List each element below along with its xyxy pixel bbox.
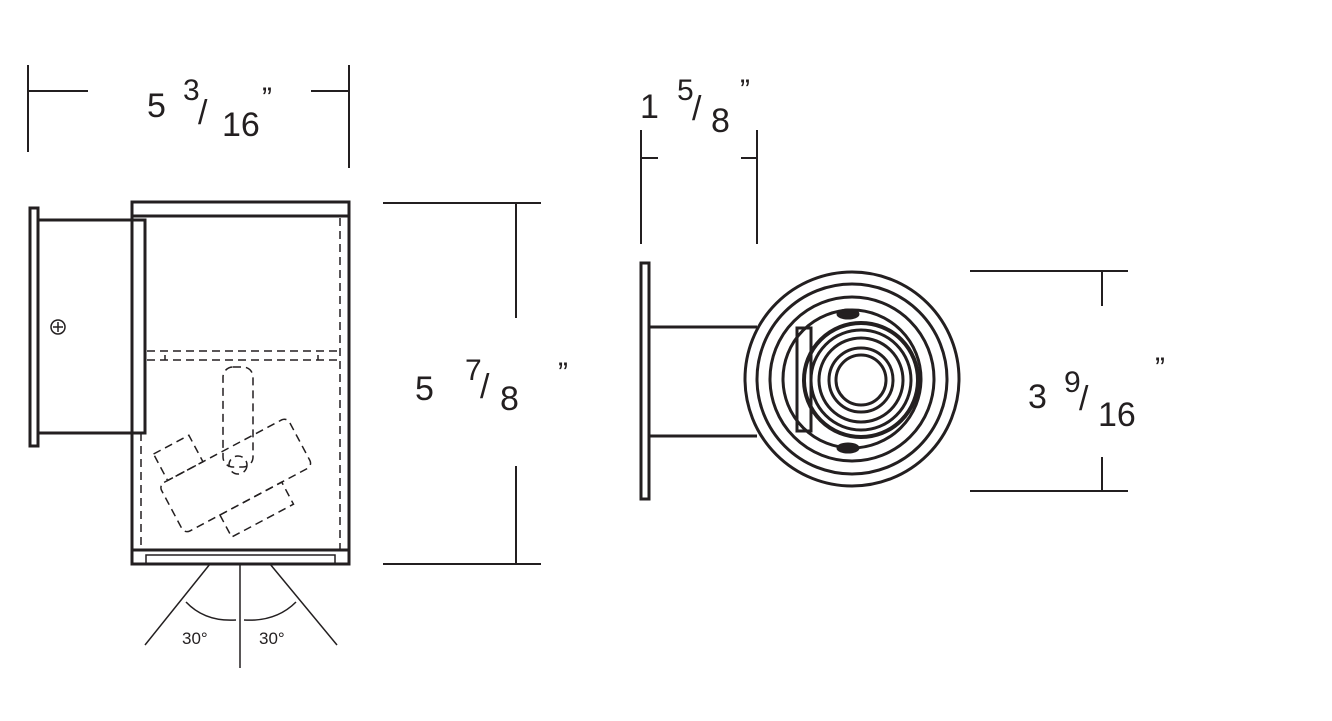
angle-arc-left (185, 601, 237, 621)
width-numerator: 3 (183, 74, 200, 107)
width-dimension (27, 65, 350, 168)
diameter-numerator: 9 (1064, 366, 1081, 399)
height-numerator: 7 (465, 354, 482, 387)
angle-right-label: 30° (259, 629, 285, 648)
width-inch-mark: ” (262, 82, 272, 115)
width-slash: / (198, 94, 208, 132)
diameter-slash: / (1079, 380, 1089, 418)
diameter-inch-mark: ” (1155, 352, 1165, 385)
height-dimension (383, 202, 541, 565)
height-denominator: 8 (500, 380, 519, 418)
depth-denominator: 8 (711, 102, 730, 140)
junction-box (36, 218, 147, 435)
depth-dimension (640, 130, 758, 244)
height-whole: 5 (415, 370, 434, 408)
width-whole: 5 (147, 87, 166, 125)
diameter-dimension (970, 270, 1128, 492)
height-slash: / (480, 368, 490, 406)
height-inch-mark: ” (558, 357, 568, 390)
side-view (28, 200, 351, 668)
depth-numerator: 5 (677, 74, 694, 107)
depth-slash: / (692, 90, 702, 128)
diameter-whole: 3 (1028, 378, 1047, 416)
front-wall-plate (639, 261, 651, 501)
depth-whole: 1 (640, 88, 659, 126)
lamp-head (160, 418, 312, 533)
angle-left-label: 30° (182, 629, 208, 648)
angle-arc-right (243, 601, 297, 621)
diameter-denominator: 16 (1098, 396, 1136, 434)
depth-inch-mark: ” (740, 74, 750, 107)
width-denominator: 16 (222, 106, 260, 144)
front-view (639, 261, 961, 501)
screw-icon (50, 319, 66, 335)
yoke-arm (222, 366, 254, 468)
housing (130, 200, 351, 566)
